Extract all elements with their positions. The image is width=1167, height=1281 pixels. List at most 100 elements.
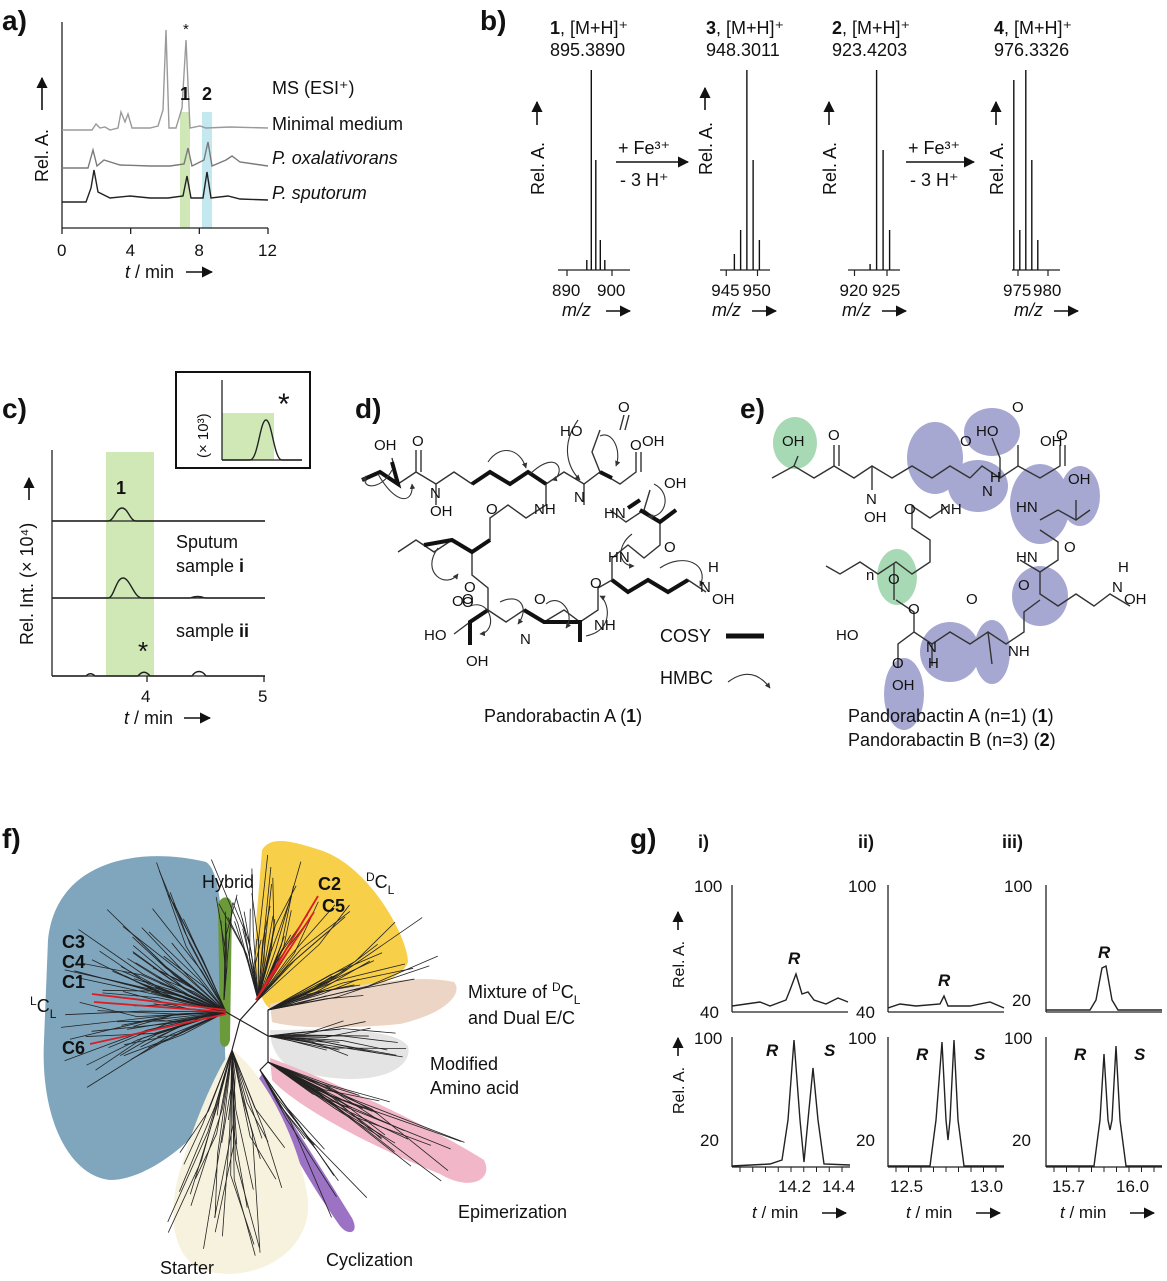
b-tick-label: 945 (711, 281, 739, 300)
svg-text:N: N (700, 579, 711, 596)
tree-branch (86, 1011, 227, 1088)
svg-text:100: 100 (1004, 877, 1032, 896)
svg-text:t / min: t / min (1060, 1203, 1106, 1222)
tree-branch (267, 975, 333, 1011)
ylabel-b-2: Rel. A. (696, 122, 716, 175)
svg-text:40: 40 (856, 1003, 875, 1022)
d-cosy-bonds (361, 461, 690, 645)
clade-mixture (270, 979, 457, 1028)
domain-label-c4: C4 (62, 952, 85, 972)
d-atoms: OH O N OH NH O N HO O OH O HN OH HN O H … (374, 399, 735, 670)
c-star: * (138, 636, 148, 666)
svg-text:H: H (708, 559, 719, 576)
panel-g: i) ii) iii) 100 40 100 40 100 20 100 20 … (671, 832, 1162, 1222)
peak-label-1: 1 (180, 84, 190, 104)
svg-text:100: 100 (1004, 1029, 1032, 1048)
svg-text:OH: OH (466, 653, 489, 670)
b-tick-label: 890 (552, 281, 580, 300)
clade-label-cyclization: Cyclization (326, 1250, 413, 1270)
tree-branch (135, 981, 227, 1013)
svg-text:R: R (1074, 1045, 1087, 1064)
svg-text:O: O (486, 501, 498, 518)
tree-branch (257, 911, 351, 1001)
tree-branch (97, 1010, 227, 1015)
tree-branch (267, 984, 361, 1011)
svg-text:N: N (982, 483, 993, 500)
spectrum-3-mass: 948.3011 (706, 40, 780, 60)
d-legend-cosy: COSY (660, 626, 711, 646)
arrow-1-top: + Fe³⁺ (618, 138, 670, 158)
tree-branch (91, 1011, 227, 1032)
panel-label-d: d) (355, 393, 381, 424)
panel-label-g: g) (630, 823, 656, 854)
tree-branch (267, 1061, 395, 1152)
svg-text:20: 20 (1012, 991, 1031, 1010)
c-trace-sputum-i (52, 577, 265, 599)
tree-branch (257, 861, 302, 1001)
xlabel-b-1: m/z (562, 300, 591, 320)
b-tick-label: 980 (1033, 281, 1061, 300)
tree-branch (210, 859, 259, 1001)
tree-branch (259, 1069, 337, 1197)
tree-branch (214, 1049, 235, 1233)
panel-label-e: e) (740, 393, 765, 424)
xlabel-c: t / min (124, 708, 173, 728)
svg-text:O: O (412, 433, 424, 450)
svg-text:OH: OH (712, 591, 735, 608)
tree-branch (267, 1061, 382, 1140)
svg-text:O: O (1056, 427, 1068, 444)
tree-branch (267, 1035, 407, 1049)
svg-text:16.0: 16.0 (1116, 1177, 1149, 1196)
panel-label-f: f) (2, 823, 21, 854)
tree-branch (171, 942, 227, 1013)
tree-branch (267, 1035, 398, 1043)
tree-branch (257, 877, 275, 1001)
clade-label-amino: Amino acid (430, 1078, 519, 1098)
svg-text:14.4: 14.4 (822, 1177, 855, 1196)
e-highlights (773, 408, 1100, 730)
tree-branch (102, 989, 227, 1013)
tree-branch (231, 1049, 263, 1139)
svg-text:100: 100 (694, 1029, 722, 1048)
arrow-2-bottom: - 3 H⁺ (910, 170, 959, 190)
a-tick-label: 12 (258, 241, 277, 260)
tree-branch (120, 966, 227, 1013)
clade-label-epimerization: Epimerization (458, 1202, 567, 1222)
clade-label-modified: Modified (430, 1054, 498, 1074)
tree-branch (117, 1011, 227, 1023)
tree-branch (203, 1049, 233, 1249)
svg-text:100: 100 (848, 1029, 876, 1048)
label-ms-esi: MS (ESI⁺) (272, 78, 355, 98)
tree-branch (141, 927, 227, 1013)
spectrum-2-header: 2, [M+H]⁺ (832, 18, 910, 38)
tree-branch (259, 1069, 368, 1198)
svg-text:O: O (1064, 539, 1076, 556)
tree-branch (267, 960, 370, 1011)
tree-branch (267, 1028, 396, 1037)
svg-text:O: O (664, 539, 676, 556)
svg-text:OH: OH (642, 433, 665, 450)
domain-label-c3: C3 (62, 932, 85, 952)
tree-branch (267, 1061, 382, 1139)
xlabel-b-4: m/z (1014, 300, 1043, 320)
peak-label-2: 2 (202, 84, 212, 104)
svg-text:H: H (928, 655, 939, 672)
c-trace-sample-ii (52, 670, 265, 677)
tree-branch (148, 931, 227, 1013)
domain-label-c2: C2 (318, 874, 341, 894)
svg-text:OH: OH (864, 509, 887, 526)
c-tick-4: 4 (141, 687, 150, 706)
clade-label-dcl: DCL (366, 870, 395, 897)
tree-branch (267, 1021, 366, 1037)
svg-text:20: 20 (1012, 1131, 1031, 1150)
svg-text:OH: OH (892, 677, 915, 694)
svg-text:O: O (534, 591, 546, 608)
spectrum-1-header: 1, [M+H]⁺ (550, 18, 628, 38)
tree-branch (132, 952, 227, 1013)
svg-text:n: n (866, 567, 874, 584)
svg-text:R: R (916, 1045, 929, 1064)
svg-text:20: 20 (700, 1131, 719, 1150)
c-peak-label: 1 (116, 478, 126, 498)
